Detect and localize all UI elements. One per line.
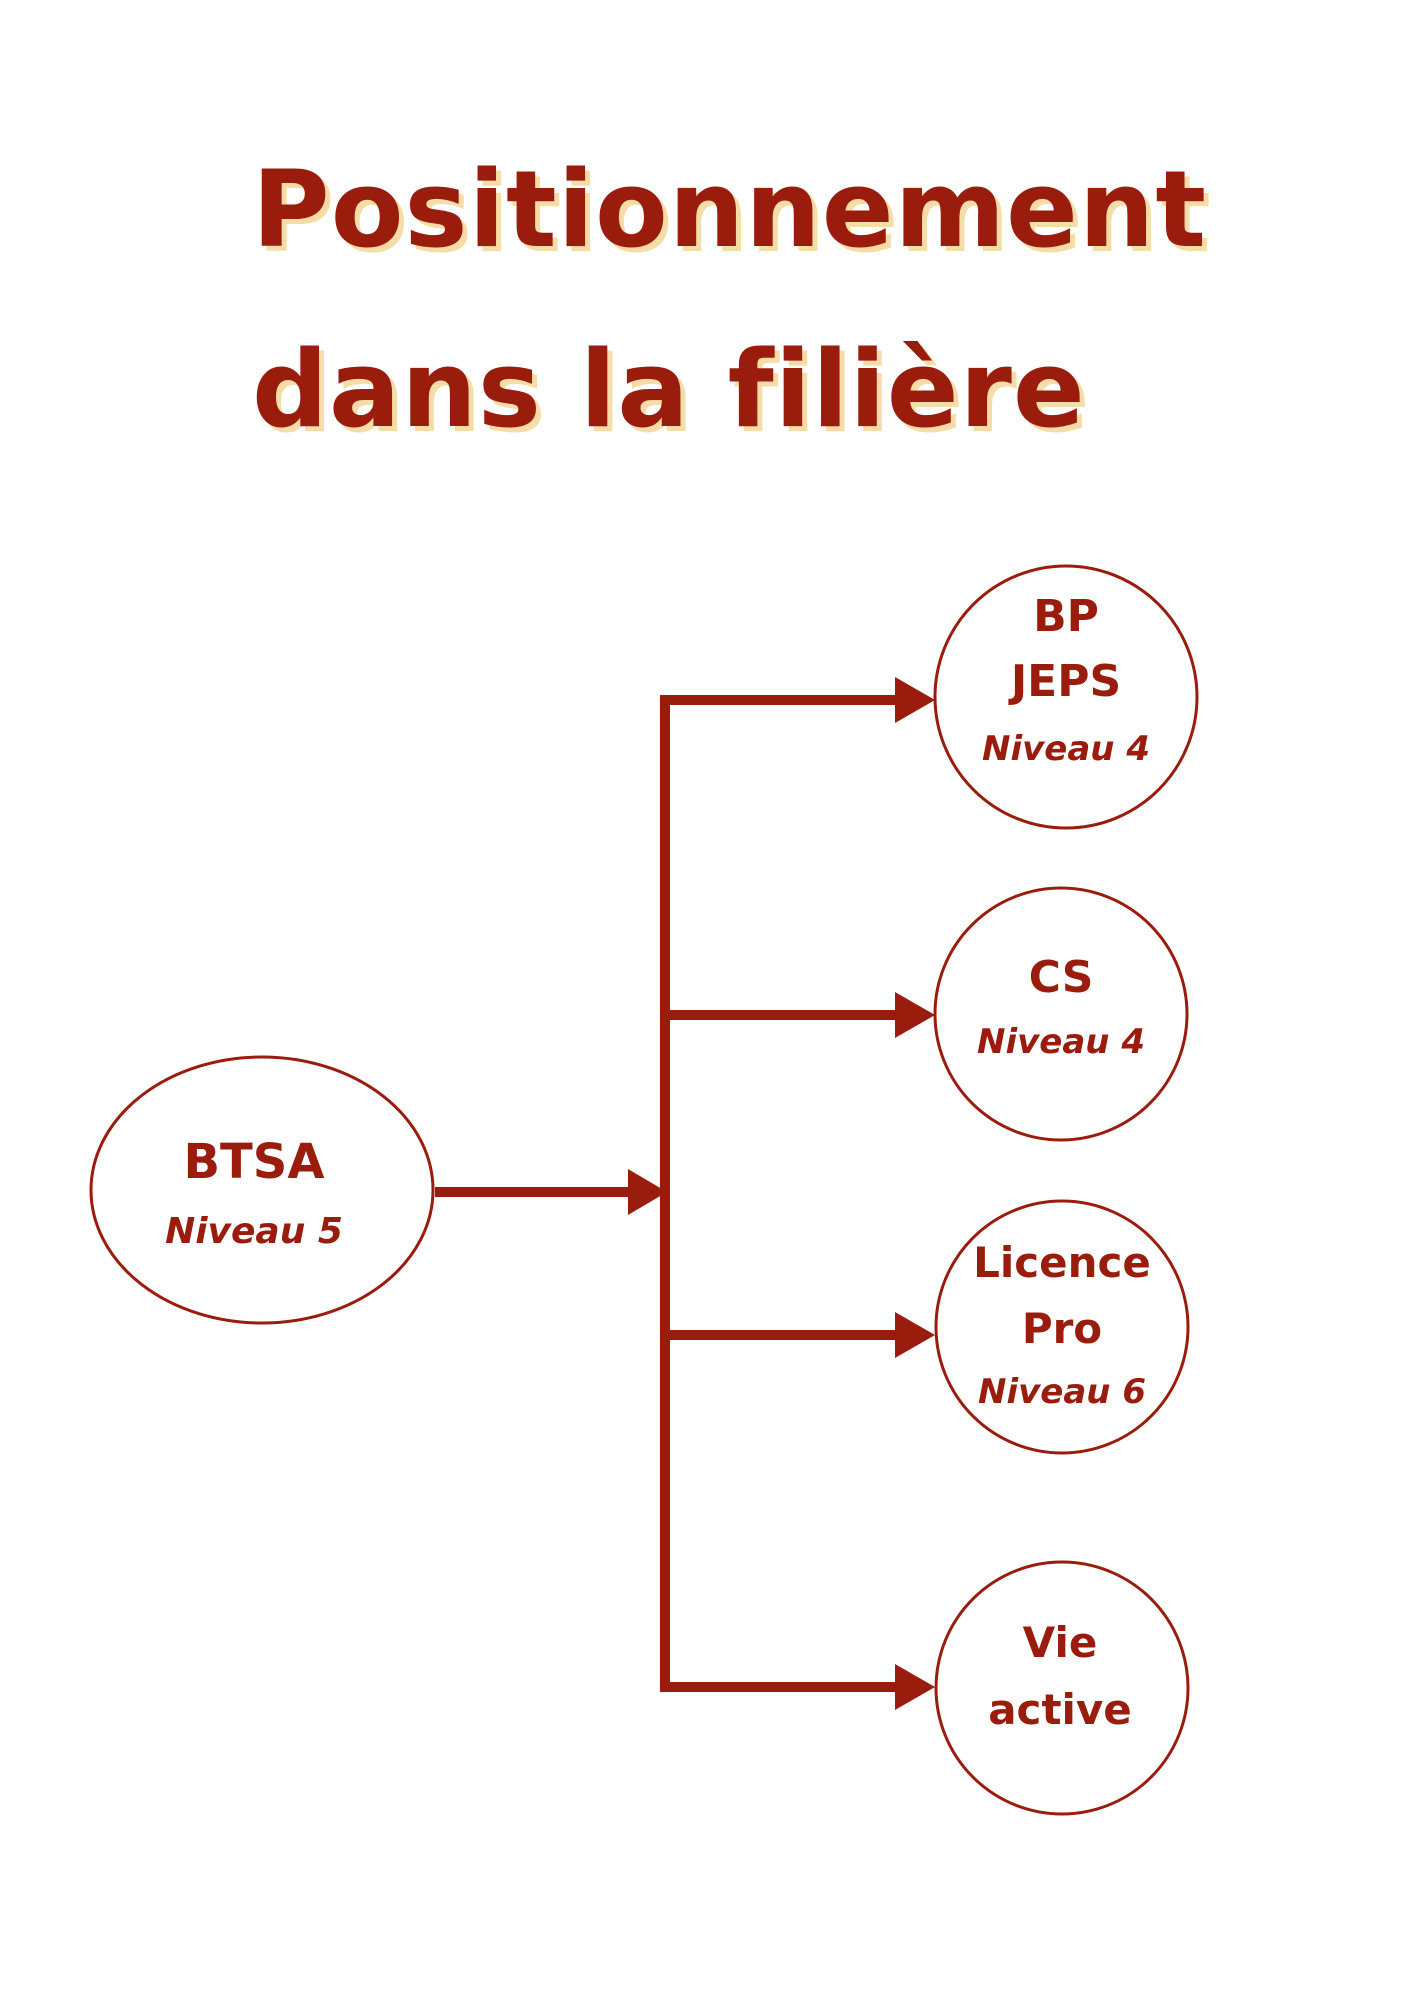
arrowhead-trunk (628, 1169, 667, 1215)
node-vie-active: Vie active (934, 1560, 1190, 1816)
page-title: Positionnement dans la filière (252, 120, 1207, 480)
node-licence-pro-level: Niveau 6 (978, 1372, 1146, 1412)
node-btsa-shape (89, 1055, 435, 1325)
node-btsa-label: BTSA (183, 1134, 324, 1190)
node-vie-active-label-1: Vie (1023, 1618, 1098, 1667)
node-licence-pro-label-1: Licence (973, 1238, 1151, 1287)
connectors (435, 695, 900, 1692)
node-licence-pro-label-2: Pro (1022, 1304, 1102, 1353)
node-btsa: BTSA Niveau 5 (89, 1055, 435, 1325)
node-cs-label: CS (1029, 952, 1094, 1003)
title-line-1: Positionnement (252, 148, 1208, 271)
node-bp-jeps-label-2: JEPS (1008, 656, 1121, 707)
title-line-2: dans la filière (252, 328, 1086, 451)
node-bp-jeps: BP JEPS Niveau 4 (933, 564, 1199, 830)
node-cs-shape (933, 886, 1189, 1142)
node-bp-jeps-shape (933, 564, 1199, 830)
node-licence-pro-shape (934, 1199, 1190, 1455)
arrowhead-bp-jeps (895, 677, 935, 723)
node-bp-jeps-label-1: BP (1033, 591, 1099, 642)
arrowhead-vie-active (895, 1664, 935, 1710)
arrowheads (628, 677, 935, 1710)
node-bp-jeps-level: Niveau 4 (982, 729, 1150, 769)
node-cs-level: Niveau 4 (977, 1022, 1145, 1062)
arrowhead-licence-pro (895, 1312, 935, 1358)
node-cs: CS Niveau 4 (933, 886, 1189, 1142)
node-vie-active-label-2: active (988, 1685, 1132, 1734)
node-vie-active-shape (934, 1560, 1190, 1816)
node-btsa-level: Niveau 5 (165, 1211, 343, 1252)
arrowhead-cs (895, 992, 935, 1038)
node-licence-pro: Licence Pro Niveau 6 (934, 1199, 1190, 1455)
